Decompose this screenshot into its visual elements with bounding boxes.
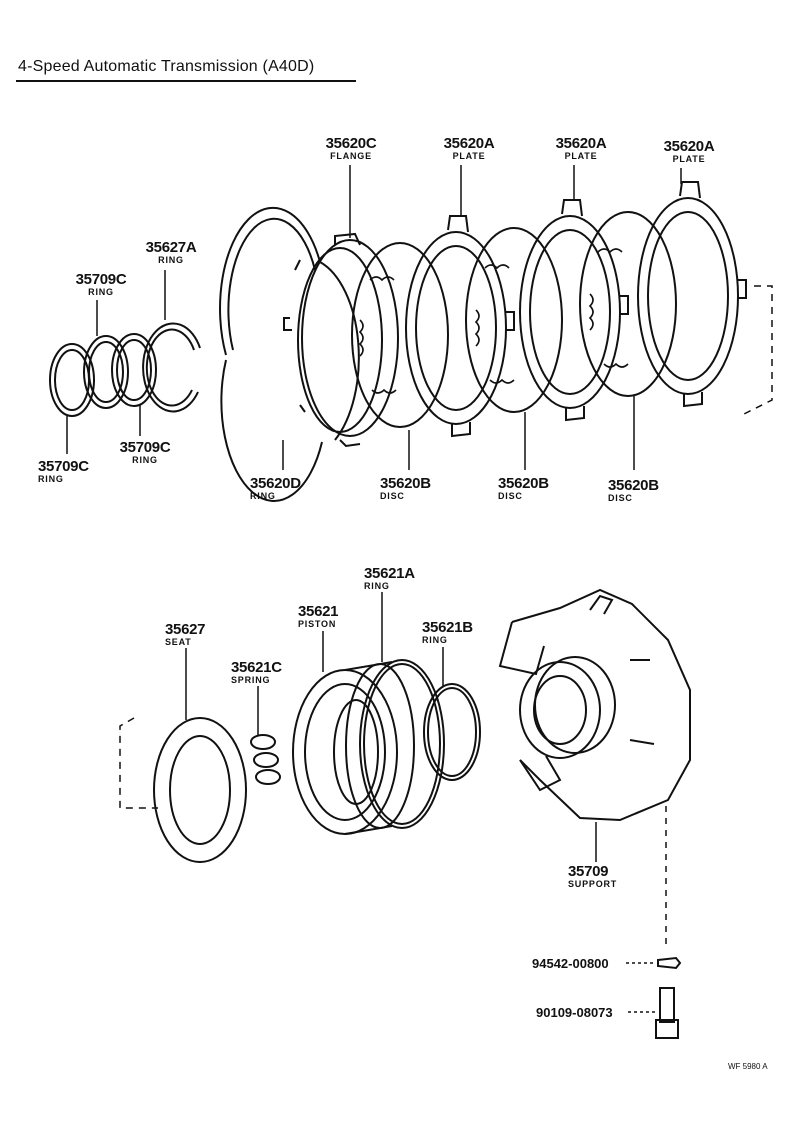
snap-ring-35627A <box>142 322 201 413</box>
flange-35620C <box>283 232 399 448</box>
assembly-bracket-top <box>743 285 773 415</box>
disc-35620B-1 <box>351 242 449 428</box>
diagram-title: 4-Speed Automatic Transmission (A40D) <box>18 58 315 75</box>
ring-35621A <box>359 659 445 829</box>
title-underline <box>16 80 356 82</box>
washer-94542-00800 <box>657 956 682 970</box>
seat-35627 <box>153 717 247 863</box>
spring-35621C <box>250 734 281 785</box>
assembly-bracket-bottom <box>119 717 158 809</box>
snap-ring-35709C-middle <box>83 335 129 409</box>
plate-35620A-1 <box>405 215 515 438</box>
piston-35621 <box>292 661 415 835</box>
disc-35620B-2 <box>465 227 563 413</box>
label-90109-08073: 90109-08073 <box>536 1005 613 1020</box>
disc-35620B-3 <box>579 211 677 397</box>
snap-ring-35620D <box>219 206 360 502</box>
snap-ring-35709C-rear <box>111 333 157 407</box>
support-35709 <box>498 588 691 822</box>
label-94542-00800: 94542-00800 <box>532 956 609 971</box>
drawing-code: WF 5980 A <box>728 1062 768 1071</box>
plate-35620A-2 <box>519 199 629 422</box>
ring-35621B <box>423 683 481 781</box>
leader-lines-top <box>66 165 682 470</box>
leader-lines-bottom <box>185 592 656 1013</box>
plate-35620A-3 <box>637 181 747 408</box>
bolt-90109-08073 <box>655 987 679 1039</box>
